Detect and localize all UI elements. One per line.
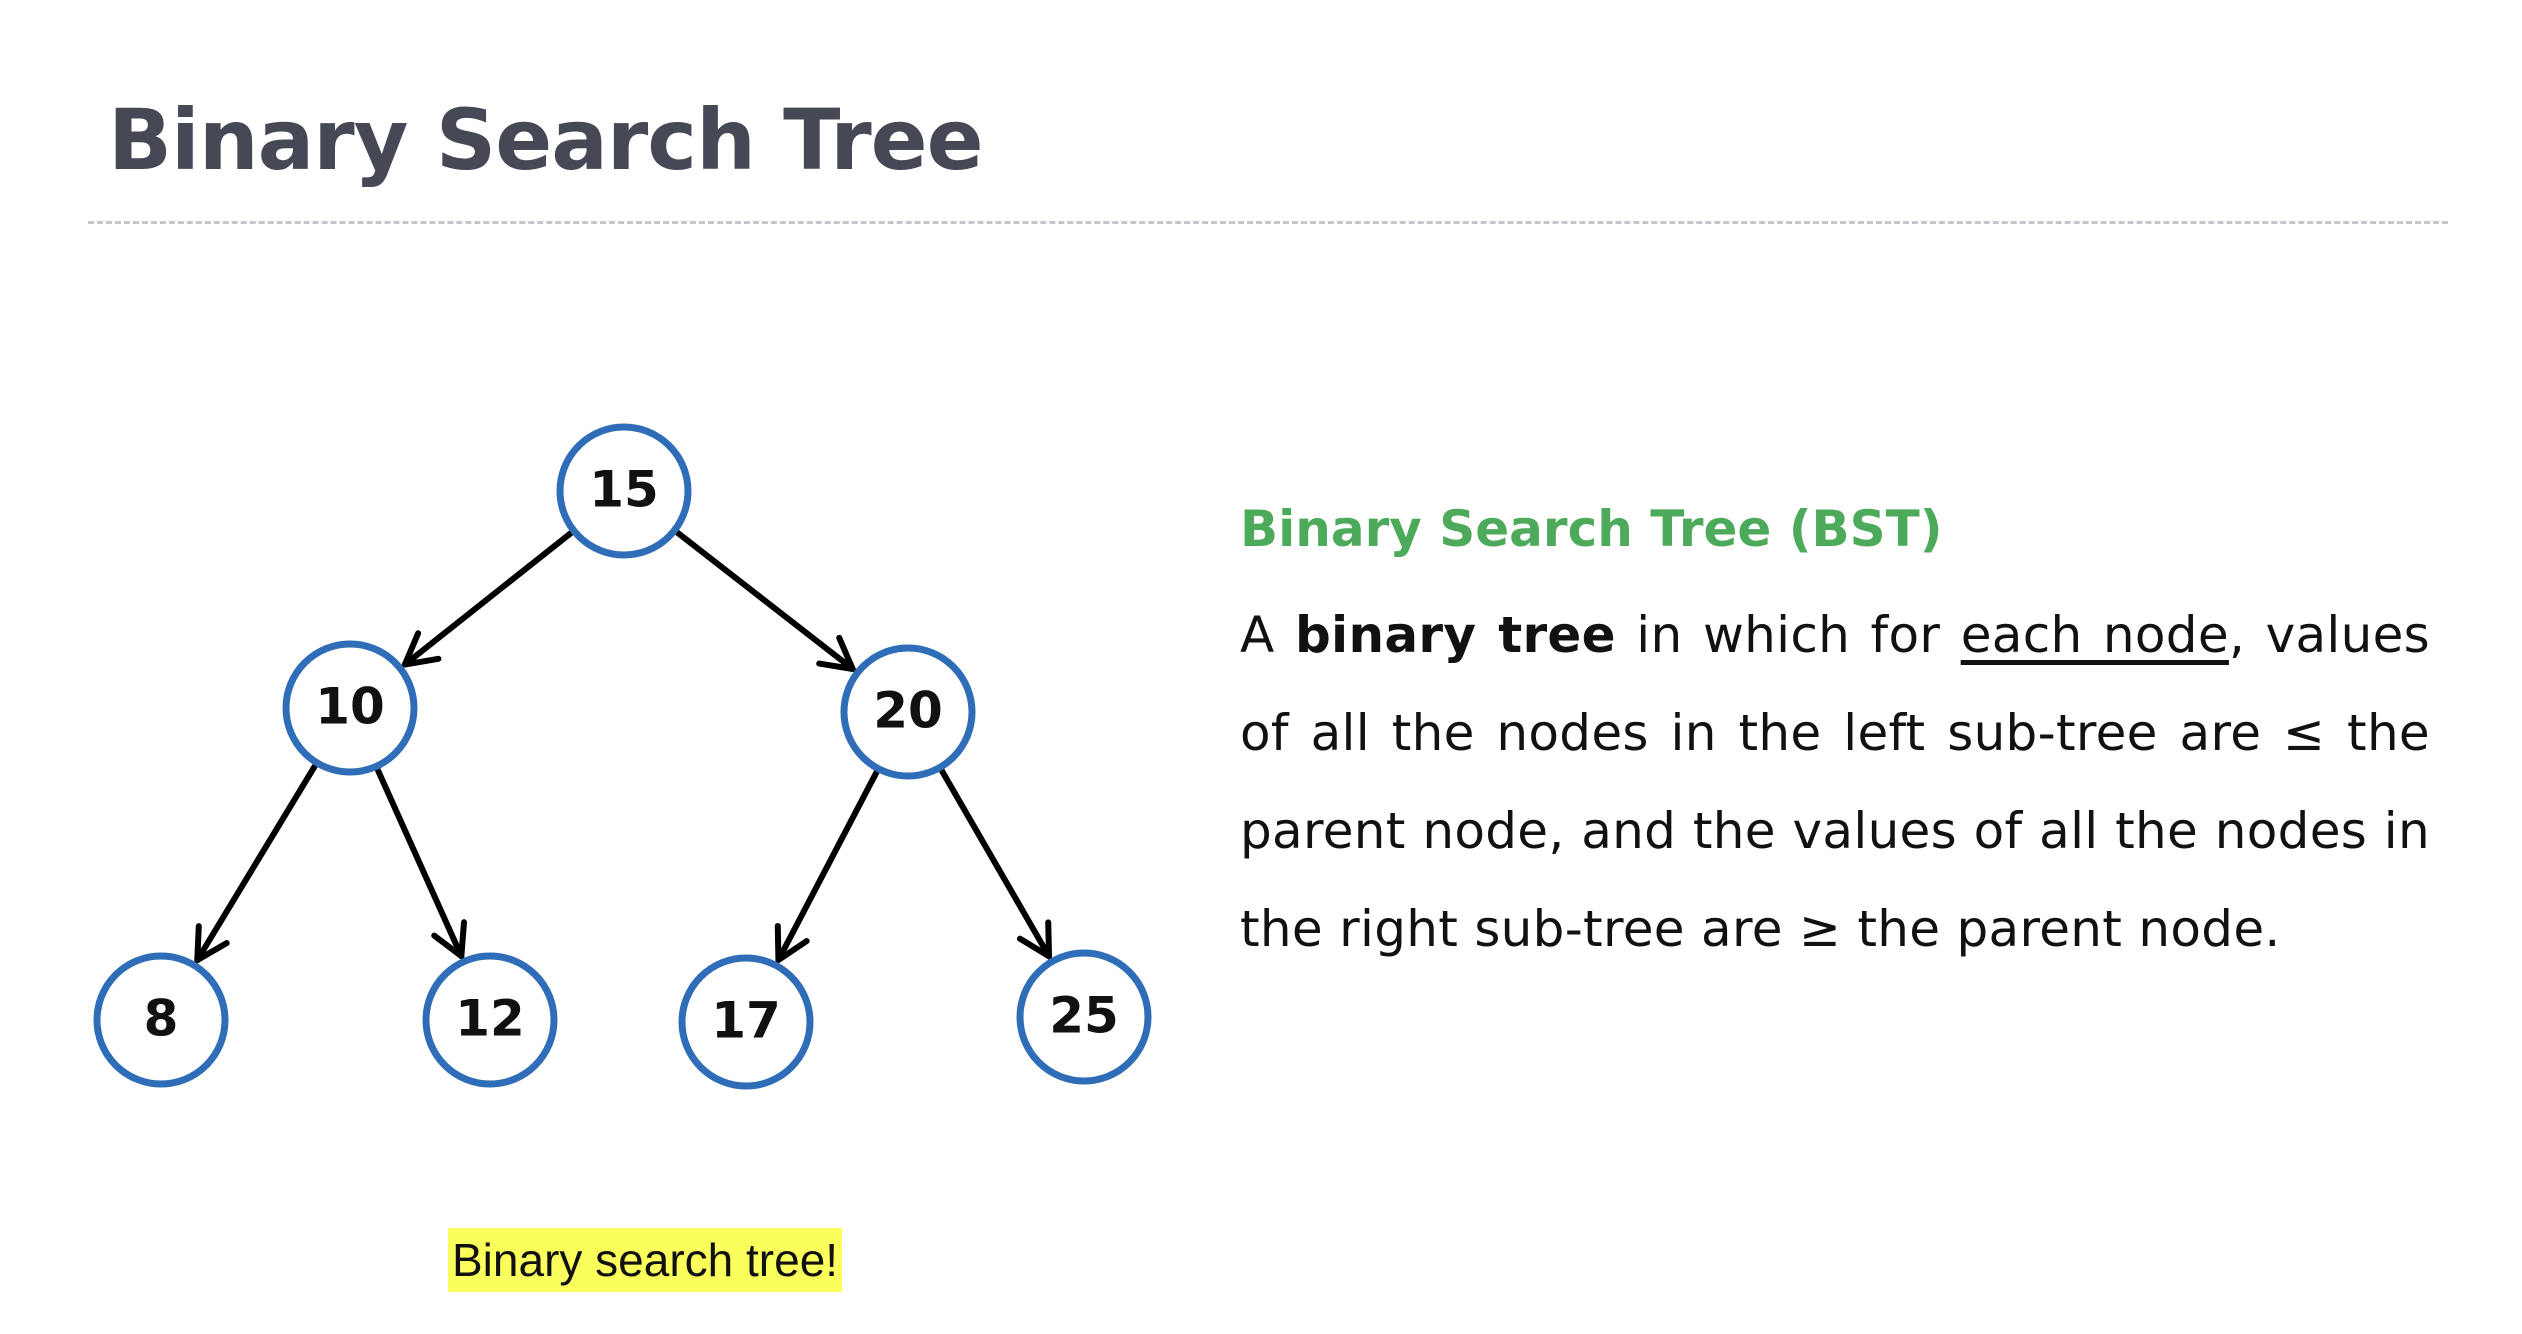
node-label: 17 (711, 992, 781, 1050)
edge-arrowhead (1016, 919, 1053, 960)
edge-arrowhead (194, 923, 230, 964)
edge-line (935, 762, 1053, 960)
page-title: Binary Search Tree (108, 91, 984, 189)
edge-line (194, 758, 321, 964)
edge-10-12 (372, 761, 467, 960)
node-circle (678, 954, 814, 1090)
node-label: 20 (873, 682, 943, 740)
description-body: A binary tree in which for each node, va… (1240, 586, 2430, 978)
node-circle (840, 644, 976, 780)
edge-arrowhead (816, 634, 856, 673)
edge-line (775, 763, 883, 963)
body-bold-term: binary tree (1294, 606, 1616, 664)
body-underlined-term: each node (1960, 606, 2229, 664)
edge-15-10 (401, 526, 579, 668)
node-circle (556, 423, 692, 559)
edge-arrowhead (431, 919, 467, 960)
tree-node-25: 25 (1016, 949, 1152, 1085)
diagram-caption: Binary search tree! (448, 1228, 843, 1292)
node-label: 25 (1049, 987, 1119, 1045)
edge-arrowhead (774, 922, 810, 963)
node-label: 15 (589, 461, 659, 519)
edge-20-25 (935, 762, 1053, 960)
edge-line (401, 526, 579, 668)
edge-10-8 (194, 758, 321, 964)
node-label: 12 (455, 990, 525, 1048)
body-mid: in which for (1615, 606, 1961, 664)
edge-line (372, 761, 465, 960)
edge-line (669, 526, 856, 673)
node-circle (422, 952, 558, 1088)
node-circle (282, 640, 418, 776)
node-label: 10 (315, 678, 385, 736)
body-lead: A (1240, 606, 1295, 664)
description-heading: Binary Search Tree (BST) (1240, 500, 1943, 558)
edge-15-20 (669, 526, 856, 673)
node-circle (93, 952, 229, 1088)
node-label: 8 (144, 990, 179, 1048)
bst-diagram: 15 10 20 8 12 17 25 (93, 423, 1152, 1090)
edge-arrowhead (401, 630, 442, 668)
header-divider (88, 221, 2448, 224)
tree-node-8: 8 (93, 952, 229, 1088)
node-circle (1016, 949, 1152, 1085)
description-panel: Binary Search Tree (BST) A binary tree i… (1240, 492, 2430, 978)
edge-20-17 (774, 763, 883, 963)
tree-node-17: 17 (678, 954, 814, 1090)
tree-node-12: 12 (422, 952, 558, 1088)
body-rest: , values of all the nodes in the left su… (1240, 606, 2430, 958)
tree-node-15: 15 (556, 423, 692, 559)
tree-node-20: 20 (840, 644, 976, 780)
tree-node-10: 10 (282, 640, 418, 776)
